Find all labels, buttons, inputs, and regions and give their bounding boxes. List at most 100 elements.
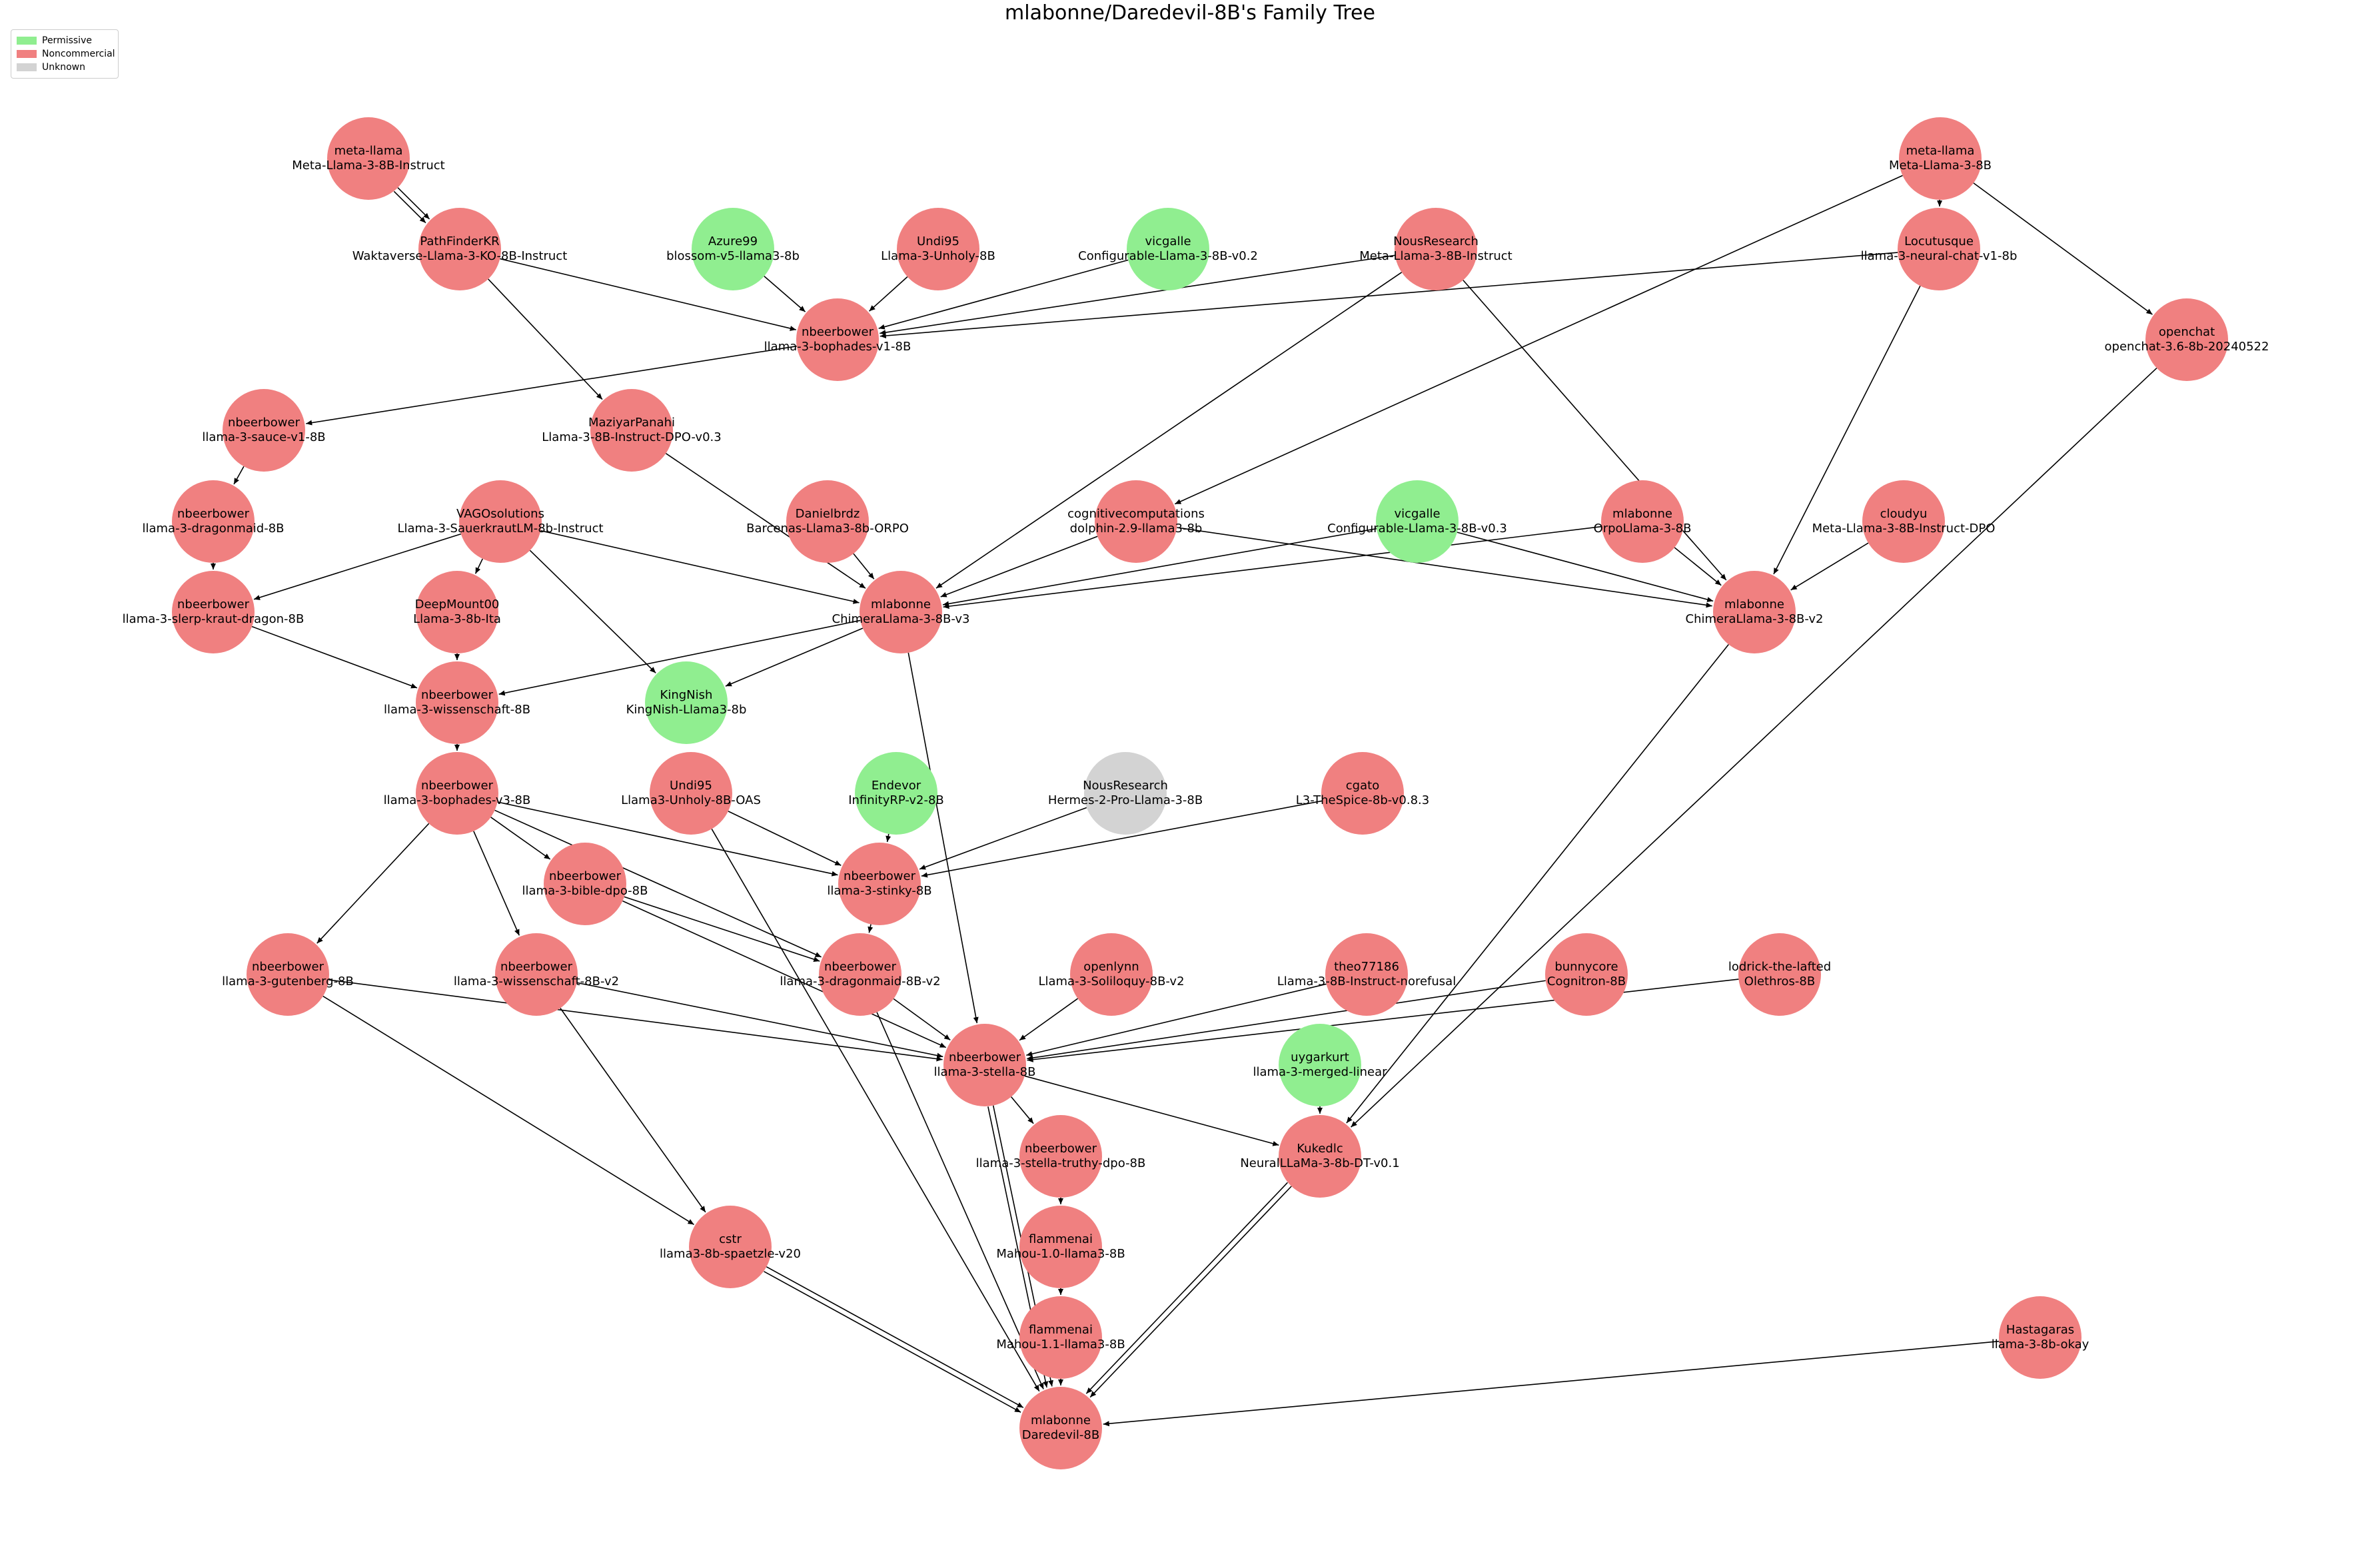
node-model-label: llama-3-gutenberg-8B <box>222 974 354 988</box>
node-model-label: Meta-Llama-3-8B-Instruct-DPO <box>1812 522 1996 536</box>
edge-n43-n48 <box>1089 1186 1292 1398</box>
edge-n27-n48 <box>711 829 1040 1392</box>
node-model-label: Meta-Llama-3-8B-Instruct <box>292 159 444 173</box>
node-circle-permissive <box>645 661 728 744</box>
node-model-label: Meta-Llama-3-8B-Instruct <box>1359 249 1512 263</box>
node-owner-label: nbeerbower <box>1025 1142 1097 1156</box>
node-owner-label: uygarkurt <box>1291 1050 1349 1064</box>
node-model-label: Mahou-1.0-llama3-8B <box>996 1247 1125 1261</box>
edge-n26-n31 <box>490 817 551 860</box>
node-owner-label: mlabonne <box>1031 1413 1091 1427</box>
edge-n37-n40 <box>1026 983 1327 1057</box>
node-circle-noncommercial <box>416 661 498 744</box>
edge-n22-n40 <box>907 652 979 1024</box>
edge-n10-n43 <box>1351 367 2157 1128</box>
node-owner-label: cgato <box>1346 779 1379 793</box>
node-model-label: llama-3-slerp-kraut-dragon-8B <box>123 612 304 626</box>
legend-swatch-permissive <box>17 37 37 45</box>
node-owner-label: NousResearch <box>1393 234 1479 248</box>
node-circle-noncommercial <box>459 480 542 563</box>
node-circle-noncommercial <box>650 752 732 835</box>
edge-n31-n35 <box>624 896 820 962</box>
node-owner-label: Danielbrdz <box>796 507 860 521</box>
edge-n16-n22 <box>940 536 1098 597</box>
node-circle-permissive <box>1127 208 1209 290</box>
node-owner-label: nbeerbower <box>228 416 300 430</box>
model-node: MaziyarPanahiLlama-3-8B-Instruct-DPO-v0.… <box>542 389 722 472</box>
node-circle-permissive <box>1376 480 1459 563</box>
node-model-label: llama-3-sauce-v1-8B <box>202 430 325 444</box>
node-circle-noncommercial <box>327 117 410 200</box>
node-circle-noncommercial <box>1321 752 1404 835</box>
node-circle-noncommercial <box>416 752 498 835</box>
node-model-label: llama-3-stella-8B <box>934 1065 1036 1079</box>
node-owner-label: meta-llama <box>1906 144 1975 158</box>
edge-n09-n11 <box>306 345 797 426</box>
node-owner-label: meta-llama <box>334 144 403 158</box>
node-circle-noncommercial <box>544 843 626 925</box>
edge-n12-n22 <box>665 453 866 589</box>
node-model-label: Meta-Llama-3-8B <box>1889 159 1992 173</box>
node-circle-noncommercial <box>1862 480 1945 563</box>
node-circle-noncommercial <box>1545 933 1628 1016</box>
edge-n02-n16 <box>1175 175 1903 505</box>
node-owner-label: PathFinderKR <box>420 234 499 248</box>
node-circle-noncommercial <box>1019 1296 1102 1379</box>
node-model-label: dolphin-2.9-llama3-8b <box>1070 522 1203 536</box>
node-circle-noncommercial <box>1738 933 1821 1016</box>
edge-n08-n23 <box>1773 285 1921 575</box>
edge-n34-n40 <box>576 982 943 1058</box>
node-model-label: openchat-3.6-8b-20240522 <box>2105 340 2269 354</box>
legend-swatch-unknown <box>17 63 37 71</box>
model-node: PathFinderKRWaktaverse-Llama-3-KO-8B-Ins… <box>352 208 567 290</box>
node-circle-noncommercial <box>247 933 329 1016</box>
edge-n27-n32 <box>728 811 842 866</box>
node-model-label: llama-3-bophades-v1-8B <box>764 340 911 354</box>
node-model-label: Hermes-2-Pro-Llama-3-8B <box>1048 793 1203 807</box>
node-owner-label: openlynn <box>1083 960 1139 974</box>
edge-n20-n24 <box>251 625 418 689</box>
edge-n08-n09 <box>880 252 1898 339</box>
node-model-label: Daredevil-8B <box>1022 1428 1099 1442</box>
edge-n14-n21 <box>474 558 483 574</box>
node-model-label: llama-3-stella-truthy-dpo-8B <box>976 1156 1146 1170</box>
node-circle-noncommercial <box>897 208 979 290</box>
node-model-label: Llama-3-Soliloquy-8B-v2 <box>1038 974 1184 988</box>
node-owner-label: Undi95 <box>917 234 959 248</box>
legend-label-unknown: Unknown <box>42 62 85 73</box>
edge-n40-n42 <box>1011 1096 1034 1124</box>
node-model-label: llama-3-neural-chat-v1-8b <box>1861 249 2018 263</box>
edge-n26-n34 <box>473 831 520 936</box>
node-model-label: Llama3-Unholy-8B-OAS <box>621 793 761 807</box>
edge-n35-n40 <box>893 998 951 1041</box>
legend: Permissive Noncommercial Unknown <box>11 29 119 79</box>
node-owner-label: cognitivecomputations <box>1067 507 1205 521</box>
node-circle-noncommercial <box>943 1024 1026 1106</box>
edge-n07-n09 <box>880 254 1395 336</box>
edge-n26-n35 <box>494 809 822 958</box>
node-model-label: OrpoLlama-3-8B <box>1594 522 1692 536</box>
edge-n32-n35 <box>868 924 874 933</box>
